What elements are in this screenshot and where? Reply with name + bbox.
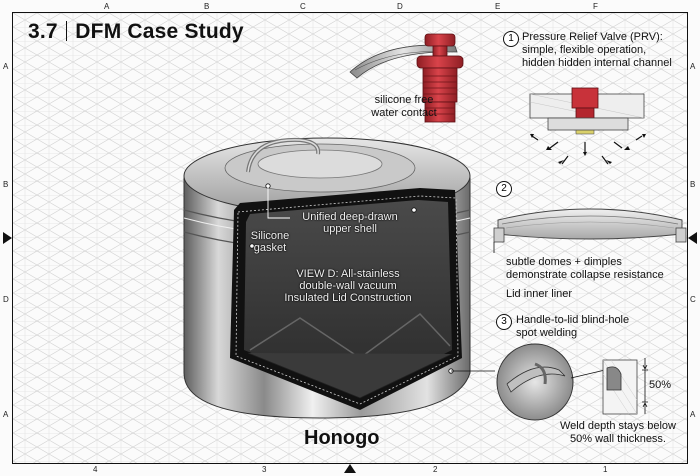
border-label: C	[690, 295, 696, 304]
border-label: F	[593, 2, 598, 11]
title-text: DFM Case Study	[75, 20, 244, 43]
callout-number-1: 1	[503, 31, 519, 47]
prv-section-detail	[529, 87, 646, 165]
border-label: 4	[93, 465, 98, 474]
upper-shell-line: upper shell	[323, 223, 377, 235]
view-d-line: double-wall vacuum	[299, 280, 397, 292]
liner-callout-line: subtle domes + dimples	[506, 256, 622, 268]
border-label: C	[300, 2, 306, 11]
brand-name: Honogo	[304, 427, 380, 449]
gasket-line: Silicone	[250, 230, 290, 242]
gasket-label: Silicone gasket	[240, 230, 300, 254]
sheet-frame	[12, 12, 688, 464]
border-label: A	[3, 62, 9, 71]
border-label: E	[495, 2, 501, 11]
prv-callout-line: Pressure Relief Valve (PRV):	[522, 31, 663, 43]
silicone-free-label: silicone free water contact	[359, 94, 449, 120]
weld-detail	[496, 343, 648, 421]
border-label: A	[3, 410, 9, 419]
upper-shell-label: Unified deep-drawn upper shell	[290, 211, 410, 235]
prv-callout: Pressure Relief Valve (PRV): simple, fle…	[522, 31, 672, 70]
liner-callout-line: demonstrate collapse resistance	[506, 269, 664, 281]
view-d-line: VIEW D: All-stainless	[296, 268, 400, 280]
weld-footnote: Weld depth stays below 50% wall thicknes…	[548, 420, 688, 446]
border-label: A	[690, 62, 696, 71]
page-title: 3.7 DFM Case Study	[28, 20, 244, 44]
border-label: B	[3, 180, 9, 189]
prv-callout-line: simple, flexible operation,	[522, 44, 647, 56]
callout-number-3: 3	[496, 314, 512, 330]
liner-callout: subtle domes + dimples demonstrate colla…	[506, 256, 664, 301]
border-label: A	[690, 410, 696, 419]
border-label: D	[3, 295, 9, 304]
lid-liner-detail	[493, 208, 687, 253]
border-label: 3	[262, 465, 267, 474]
border-label: 1	[603, 465, 608, 474]
border-label: A	[104, 2, 110, 11]
weld-callout: Handle-to-lid blind-hole spot welding	[516, 314, 629, 340]
prv-exploded-parts	[349, 33, 464, 123]
weld-footnote-line: Weld depth stays below	[560, 420, 676, 432]
silicone-free-line: water contact	[371, 107, 437, 119]
border-label: D	[397, 2, 403, 11]
view-d-line: Insulated Lid Construction	[284, 292, 412, 304]
border-label: 2	[433, 465, 438, 474]
weld-callout-line: spot welding	[516, 327, 578, 339]
weld-percentage: 50%	[649, 379, 672, 391]
prv-callout-line: hidden hidden internal channel	[522, 57, 672, 69]
lid-cutaway-illustration	[183, 137, 495, 419]
section-number: 3.7	[28, 20, 58, 43]
border-label: B	[204, 2, 210, 11]
upper-shell-line: Unified deep-drawn	[302, 211, 398, 223]
view-d-label: VIEW D: All-stainless double-wall vacuum…	[268, 268, 428, 304]
title-divider	[65, 21, 68, 41]
silicone-free-line: silicone free	[374, 94, 434, 106]
weld-footnote-line: 50% wall thickness.	[570, 433, 666, 445]
gasket-line: gasket	[253, 242, 287, 254]
callout-number-2: 2	[496, 181, 512, 197]
border-label: B	[690, 180, 696, 189]
weld-callout-line: Handle-to-lid blind-hole	[516, 314, 630, 326]
liner-caption: Lid inner liner	[506, 288, 573, 300]
